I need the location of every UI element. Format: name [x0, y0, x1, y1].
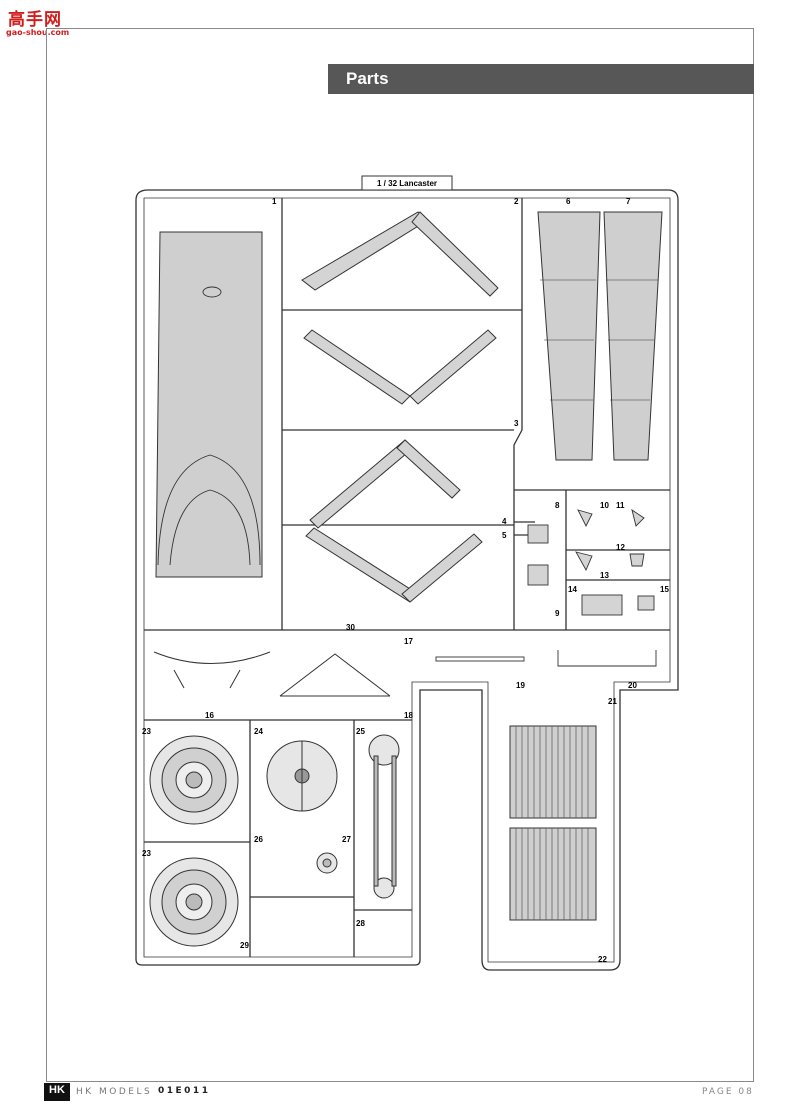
- svg-text:23: 23: [142, 727, 151, 736]
- svg-text:5: 5: [502, 531, 507, 540]
- svg-text:4: 4: [502, 517, 507, 526]
- wheel-23b: [149, 857, 239, 947]
- page-frame: [46, 28, 754, 1081]
- radiator-block: [509, 725, 597, 921]
- watermark-logo: 高手网 gao-shou.com: [4, 4, 70, 40]
- svg-text:13: 13: [600, 571, 609, 580]
- svg-text:30: 30: [346, 623, 355, 632]
- footer-brand: HK MODELS: [76, 1087, 153, 1097]
- svg-text:23: 23: [142, 849, 151, 858]
- svg-text:1: 1: [272, 197, 277, 206]
- svg-text:25: 25: [356, 727, 365, 736]
- footer-rule: [46, 1081, 754, 1082]
- watermark-chars: 高手网: [8, 10, 62, 30]
- svg-text:21: 21: [608, 697, 617, 706]
- hk-logo: HK: [44, 1083, 70, 1101]
- svg-text:6: 6: [566, 197, 571, 206]
- watermark-url: gao-shou.com: [6, 28, 70, 37]
- svg-text:20: 20: [628, 681, 637, 690]
- svg-text:29: 29: [240, 941, 249, 950]
- part-25-belt: [368, 734, 400, 899]
- svg-text:3: 3: [514, 419, 519, 428]
- svg-text:7: 7: [626, 197, 631, 206]
- sprue-diagram: 1 / 32 Lancaster 1 2 3 4 5 6 7 8 9 10 11…: [135, 175, 679, 971]
- svg-text:28: 28: [356, 919, 365, 928]
- sprue-tag: 1 / 32 Lancaster: [377, 179, 437, 188]
- wheel-23a: [149, 735, 239, 825]
- svg-text:19: 19: [516, 681, 525, 690]
- svg-text:9: 9: [555, 609, 560, 618]
- svg-text:2: 2: [514, 197, 519, 206]
- sprue-outer-frame: [135, 189, 679, 971]
- part-number-labels: 1 2 3 4 5 6 7 8 9 10 11 12 13 14 15 16 1…: [142, 197, 669, 964]
- svg-text:10: 10: [600, 501, 609, 510]
- part-2-strut: [301, 211, 429, 291]
- svg-text:18: 18: [404, 711, 413, 720]
- svg-text:27: 27: [342, 835, 351, 844]
- part-7-panel: [603, 211, 663, 461]
- section-header: Parts: [328, 64, 754, 94]
- svg-text:15: 15: [660, 585, 669, 594]
- page-title: Parts: [346, 69, 389, 88]
- svg-text:14: 14: [568, 585, 577, 594]
- svg-text:11: 11: [616, 501, 625, 510]
- svg-text:17: 17: [404, 637, 413, 646]
- footer-code: 01E011: [158, 1086, 211, 1096]
- page-number: PAGE 08: [702, 1087, 754, 1097]
- svg-text:8: 8: [555, 501, 560, 510]
- svg-text:24: 24: [254, 727, 263, 736]
- part-6-panel: [537, 211, 601, 461]
- svg-text:16: 16: [205, 711, 214, 720]
- part-24-disc: [266, 740, 338, 812]
- svg-text:26: 26: [254, 835, 263, 844]
- part-1-panel: [155, 231, 263, 578]
- svg-text:12: 12: [616, 543, 625, 552]
- svg-text:22: 22: [598, 955, 607, 964]
